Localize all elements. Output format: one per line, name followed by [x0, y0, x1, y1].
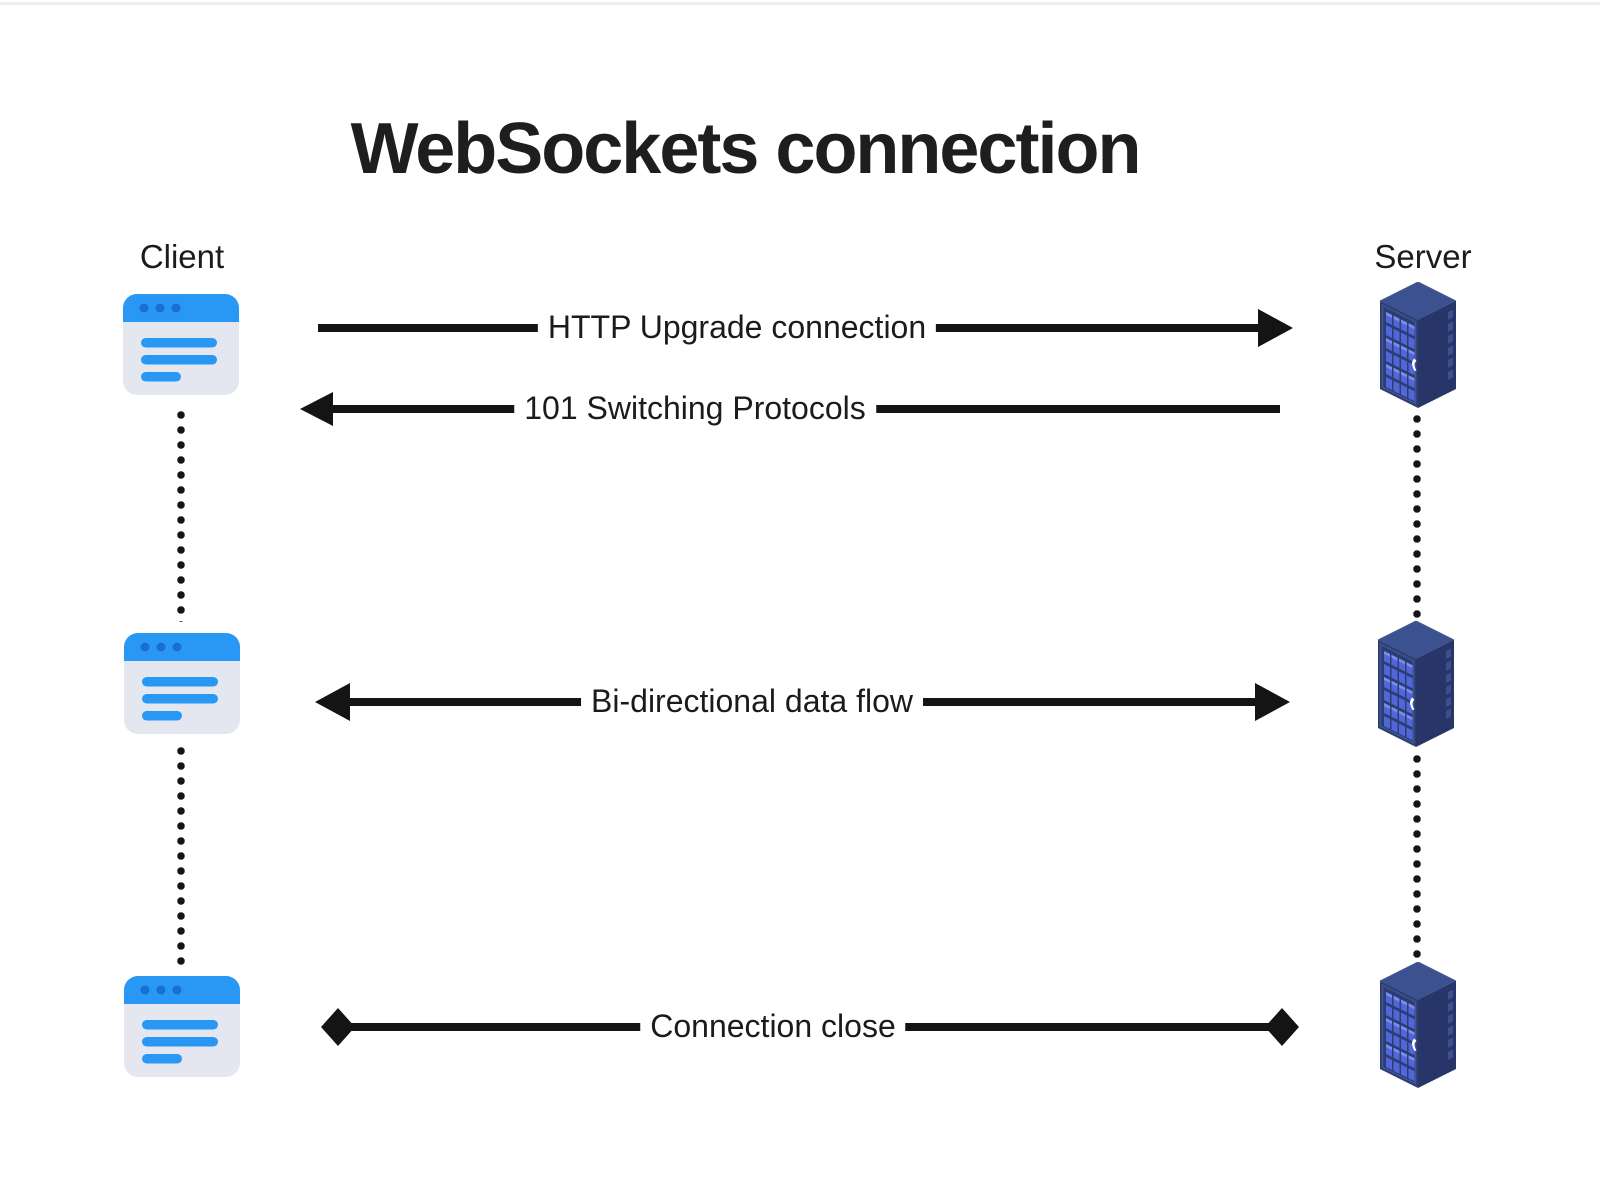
client-column-label: Client: [139, 238, 225, 275]
server-rack-icon: [1378, 621, 1454, 748]
client-lifeline-segment: [176, 744, 186, 966]
arrowhead-left-icon: [315, 683, 350, 721]
top-divider: [0, 2, 1600, 5]
arrowhead-right-icon: [1255, 683, 1290, 721]
client-lifeline-segment: [176, 408, 186, 622]
message-label: Connection close: [640, 1005, 906, 1047]
diagram-title: WebSockets connection: [350, 109, 1142, 189]
message-label: HTTP Upgrade connection: [537, 306, 937, 348]
server-lifeline-segment: [1412, 752, 1422, 958]
message-label: Bi-directional data flow: [581, 680, 923, 722]
browser-window-icon: [123, 294, 239, 395]
server-lifeline-segment: [1412, 412, 1422, 618]
diamond-endpoint-icon: [1265, 1008, 1299, 1046]
browser-window-icon: [124, 633, 240, 734]
arrowhead-left-icon: [300, 392, 333, 426]
arrowhead-right-icon: [1258, 309, 1293, 347]
browser-window-icon: [124, 976, 240, 1077]
server-column-label: Server: [1374, 238, 1472, 275]
server-rack-icon: [1380, 962, 1456, 1089]
message-label: 101 Switching Protocols: [514, 387, 876, 429]
server-rack-icon: [1380, 282, 1456, 409]
